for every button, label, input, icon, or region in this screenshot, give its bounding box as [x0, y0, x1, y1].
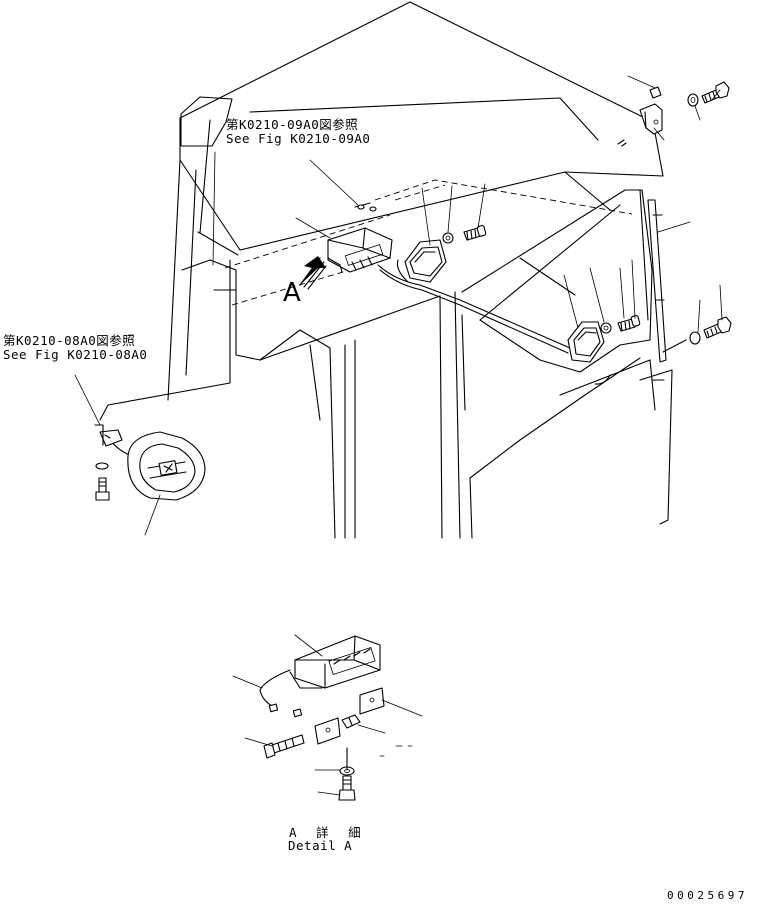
- detail-a-bracket: [314, 687, 385, 745]
- speaker-lower-screw: [617, 315, 641, 332]
- view-a-marker: A: [283, 278, 301, 308]
- cab-left-wall: [167, 119, 261, 401]
- speaker-lower: [567, 321, 605, 363]
- antenna-bolt: [701, 81, 730, 104]
- lamp-bracket: [94, 424, 123, 447]
- speaker-lower-washer: [600, 322, 612, 334]
- cab-front-visor: [180, 96, 233, 147]
- reference-upper-english: See Fig K0210-09A0: [226, 131, 371, 146]
- antenna-washer: [687, 93, 699, 107]
- reference-left-english: See Fig K0210-08A0: [3, 347, 148, 362]
- speaker-upper-washer: [442, 232, 454, 244]
- wiring-harness: [224, 179, 633, 354]
- radio-controller-unit: [327, 227, 393, 273]
- cab-door-frame: [259, 291, 466, 539]
- view-a-arrow: [299, 256, 327, 290]
- leader-lines: [74, 75, 723, 796]
- rear-edge-trim: [647, 199, 667, 363]
- document-number: 00025697: [667, 889, 748, 902]
- antenna-bracket: [617, 103, 663, 147]
- detail-a-controller: [289, 635, 381, 689]
- cab-rear-window: [461, 189, 673, 539]
- reference-left-japanese: 第K0210-08A0図参照: [3, 333, 136, 348]
- lamp-washer: [95, 462, 109, 470]
- speaker-upper-screw: [463, 225, 487, 241]
- cab-roof-outline: [179, 1, 664, 251]
- detail-a-bolt: [338, 747, 356, 801]
- speaker-upper: [396, 239, 447, 283]
- detail-title-english: Detail A: [288, 838, 353, 853]
- controller-bracket-screws: [354, 202, 377, 212]
- reference-upper-japanese: 第K0210-09A0図参照: [226, 117, 359, 132]
- rear-bolt: [662, 316, 732, 353]
- antenna-nut: [649, 86, 662, 99]
- interior-lamp: [127, 431, 206, 501]
- detail-title-japanese: A 詳 細: [289, 825, 367, 840]
- detail-a-nut: [341, 714, 361, 729]
- lamp-screw: [95, 477, 110, 501]
- detail-a-screw-side: [263, 734, 305, 759]
- detail-a-wire-lead: [259, 669, 303, 718]
